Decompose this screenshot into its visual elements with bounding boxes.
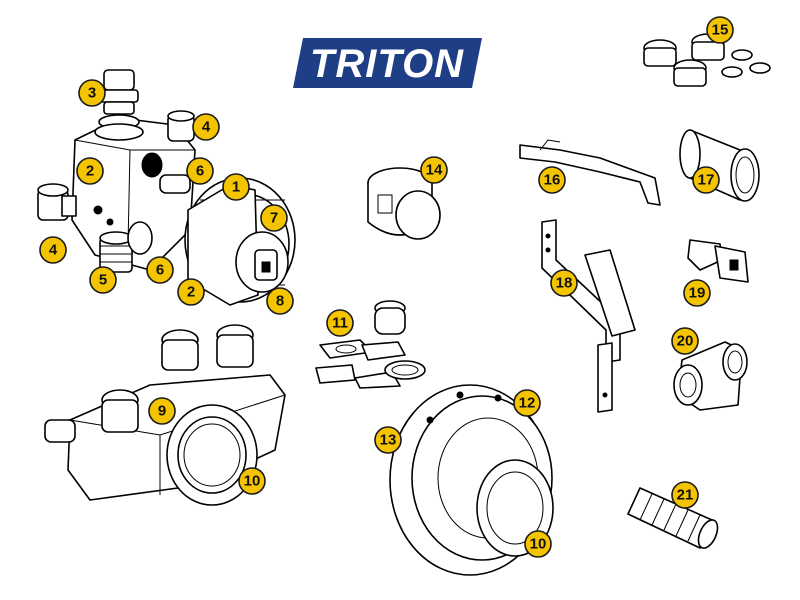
callout-10-label: 10 [530,536,547,553]
callout-7: 7 [260,204,288,232]
part-17-sleeve [679,129,760,202]
callout-10: 10 [524,530,552,558]
callout-18-label: 18 [556,275,573,292]
logo-text: TRITON [310,42,464,86]
callout-12-label: 12 [519,395,536,412]
callout-20: 20 [671,327,699,355]
callout-8: 8 [266,287,294,315]
callout-12: 12 [513,389,541,417]
callout-13-label: 13 [380,432,397,449]
part-11-seal-kit [315,300,426,389]
callout-14: 14 [420,156,448,184]
callout-11: 11 [326,309,354,337]
part-19-clip [687,239,749,283]
callout-10: 10 [238,467,266,495]
callout-1: 1 [222,173,250,201]
callout-4-label: 4 [202,119,211,136]
callout-2-label: 2 [187,284,195,301]
callout-5-label: 5 [99,272,107,289]
callout-6-label: 6 [196,163,204,180]
callout-3-label: 3 [88,85,96,102]
callout-17-label: 17 [698,172,715,189]
triton-logo: TRITON [293,38,482,88]
callout-18: 18 [550,269,578,297]
callout-16: 16 [538,166,566,194]
callout-16-label: 16 [544,172,561,189]
callout-11-label: 11 [332,315,348,332]
callout-19: 19 [683,279,711,307]
part-20-tee-fitting [673,341,748,411]
callout-1-label: 1 [232,179,240,196]
part-14-control-knob [367,167,441,240]
callout-4: 4 [39,236,67,264]
callout-7-label: 7 [270,210,278,227]
callout-4-label: 4 [49,242,58,259]
callout-5: 5 [89,266,117,294]
part-15-compression-nuts [643,33,771,87]
callout-21-label: 21 [677,487,694,504]
callout-6: 6 [146,256,174,284]
callout-13: 13 [374,426,402,454]
callout-15-label: 15 [712,22,729,39]
callout-2-label: 2 [86,163,94,180]
callout-17: 17 [692,166,720,194]
callout-2: 2 [76,157,104,185]
logo-badge [293,38,482,88]
callout-10-label: 10 [244,473,261,490]
part-16-bracket [519,139,661,206]
callout-20-label: 20 [677,333,694,350]
part-18-mounting-brackets [541,219,636,413]
callout-6: 6 [186,157,214,185]
callout-3: 3 [78,79,106,107]
callout-14-label: 14 [426,162,443,179]
callout-9: 9 [148,397,176,425]
callout-8-label: 8 [276,293,284,310]
callout-6-label: 6 [156,262,164,279]
part-21-threaded-nipple [627,487,719,549]
shroud-assembly [44,324,286,506]
callout-2: 2 [177,278,205,306]
callout-21: 21 [671,481,699,509]
callout-9-label: 9 [158,403,166,420]
callout-15: 15 [706,16,734,44]
callout-4: 4 [192,113,220,141]
callout-19-label: 19 [689,285,706,302]
